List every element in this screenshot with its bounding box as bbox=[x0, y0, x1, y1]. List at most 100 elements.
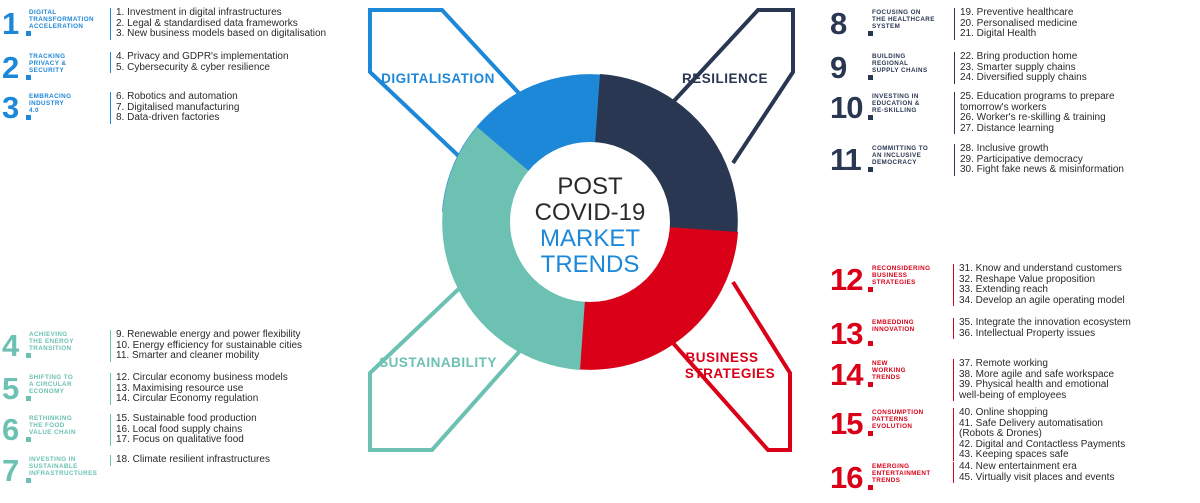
trend-number: 5 bbox=[2, 371, 19, 406]
trend-title-line: TRENDS bbox=[872, 374, 901, 381]
trend-number-dot bbox=[868, 382, 873, 387]
trend-title-line: THE ENERGY bbox=[29, 338, 74, 345]
trend-item: 16. Local food supply chains bbox=[116, 423, 243, 435]
trend-item: 26. Worker's re-skilling & training bbox=[960, 112, 1106, 124]
trend-number: 1 bbox=[2, 6, 19, 41]
business-strategies-arm bbox=[671, 280, 792, 452]
trend-items: 1. Investment in digital infrastructures… bbox=[110, 7, 366, 40]
trend-item: 3. New business models based on digitali… bbox=[116, 28, 327, 40]
trend-number-dot bbox=[26, 353, 31, 358]
trend-title-line: DEMOCRACY bbox=[872, 159, 917, 166]
sustainability-label: SUSTAINABILITY bbox=[379, 355, 497, 370]
trend-item: 8. Data-driven factories bbox=[116, 112, 220, 124]
trend-title-line: REGIONAL bbox=[872, 60, 909, 67]
trend-number-dot bbox=[868, 341, 873, 346]
trend-title-line: AN INCLUSIVE bbox=[872, 152, 922, 159]
trend-title-line: ECONOMY bbox=[29, 388, 65, 395]
trend-title-line: THE FOOD bbox=[29, 422, 65, 429]
trend-title-line: ACCELERATION bbox=[29, 23, 84, 30]
trend-item: 32. Reshape Value proposition bbox=[959, 273, 1096, 285]
resilience-arm bbox=[671, 8, 795, 165]
trend-item: 34. Develop an agile operating model bbox=[959, 294, 1125, 306]
trend-item: 12. Circular economy business models bbox=[116, 372, 288, 383]
center-title-line-3: MARKET bbox=[540, 225, 640, 252]
trend-title-line: FOCUSING ON bbox=[872, 9, 921, 16]
trend-title-line: EDUCATION & bbox=[872, 100, 920, 107]
trend-item: 23. Smarter supply chains bbox=[960, 61, 1076, 73]
trend-title-line: TRANSFORMATION bbox=[29, 16, 94, 23]
trend-item: 27. Distance learning bbox=[960, 122, 1054, 134]
trend-number-dot bbox=[868, 31, 873, 36]
trend-title-line: ENTERTAINMENT bbox=[872, 470, 931, 477]
trend-item: 18. Climate resilient infrastructures bbox=[116, 454, 270, 465]
trend-item: 45. Virtually visit places and events bbox=[959, 471, 1115, 483]
trend-title-line: NEW bbox=[872, 360, 888, 367]
trend-title-line: TRENDS bbox=[872, 477, 901, 484]
sustainability-ring-segment bbox=[442, 127, 585, 370]
trend-item: 10. Energy efficiency for sustainable ci… bbox=[116, 339, 303, 351]
trend-number: 3 bbox=[2, 90, 19, 125]
trend-title-line: INFRASTRUCTURES bbox=[29, 470, 98, 477]
trend-number-dot bbox=[26, 437, 31, 442]
center-circle bbox=[510, 142, 670, 302]
trend-number-dot bbox=[26, 396, 31, 401]
trend-title-line: RE-SKILLING bbox=[872, 107, 917, 114]
trend-item: 6. Robotics and automation bbox=[116, 91, 238, 102]
trend-item: 4. Privacy and GDPR's implementation bbox=[116, 51, 289, 62]
resilience-label: RESILIENCE bbox=[682, 71, 768, 86]
trend-item: 21. Digital Health bbox=[960, 28, 1037, 40]
trend-title-line: BUSINESS bbox=[872, 272, 908, 279]
trend-title-line: RETHINKING bbox=[29, 415, 73, 422]
trend-item: 33. Extending reach bbox=[959, 284, 1048, 296]
trend-title-line: TRACKING bbox=[29, 53, 66, 60]
trend-item: 44. New entertainment era bbox=[959, 461, 1077, 472]
trend-item: 22. Bring production home bbox=[960, 51, 1078, 62]
center-title-line-4: TRENDS bbox=[541, 251, 640, 278]
trend-item: 7. Digitalised manufacturing bbox=[116, 101, 240, 113]
trend-item: 13. Maximising resource use bbox=[116, 382, 244, 394]
trend-number: 12 bbox=[830, 262, 863, 297]
trend-title-line: INDUSTRY bbox=[29, 100, 65, 107]
trend-items: 25. Education programs to prepare tomorr… bbox=[954, 91, 1160, 135]
trend-item: 40. Online shopping bbox=[959, 407, 1048, 418]
trend-item: 20. Personalised medicine bbox=[960, 17, 1078, 29]
trend-item: 31. Know and understand customers bbox=[959, 263, 1122, 274]
trend-item: 41. Safe Delivery automatisation (Robots… bbox=[959, 417, 1103, 440]
trend-title-line: 4.0 bbox=[29, 107, 39, 114]
trend-item: 19. Preventive healthcare bbox=[960, 7, 1074, 18]
trend-number: 13 bbox=[830, 316, 863, 351]
trend-item: 5. Cybersecurity & cyber resilience bbox=[116, 61, 270, 73]
trend-number: 7 bbox=[2, 453, 19, 488]
trend-number-dot bbox=[868, 287, 873, 292]
trend-title-line: CONSUMPTION bbox=[872, 409, 924, 416]
trend-number: 14 bbox=[830, 357, 863, 392]
trend-title-line: THE HEALTHCARE bbox=[872, 16, 935, 23]
trend-number-dot bbox=[868, 485, 873, 490]
trend-title-line: SECURITY bbox=[29, 67, 65, 74]
trend-title-line: STRATEGIES bbox=[872, 279, 916, 286]
trend-item: 25. Education programs to prepare tomorr… bbox=[960, 91, 1115, 113]
trend-number: 16 bbox=[830, 460, 863, 495]
trend-title-line: INVESTING IN bbox=[872, 93, 919, 100]
trend-title-line: SHIFTING TO bbox=[29, 374, 74, 381]
trend-item: 24. Diversified supply chains bbox=[960, 72, 1087, 84]
center-title-line-1: POST bbox=[557, 173, 623, 200]
trend-number: 11 bbox=[830, 142, 862, 177]
trend-item: 2. Legal & standardised data frameworks bbox=[116, 17, 298, 29]
trend-title-line: TRANSITION bbox=[29, 345, 72, 352]
